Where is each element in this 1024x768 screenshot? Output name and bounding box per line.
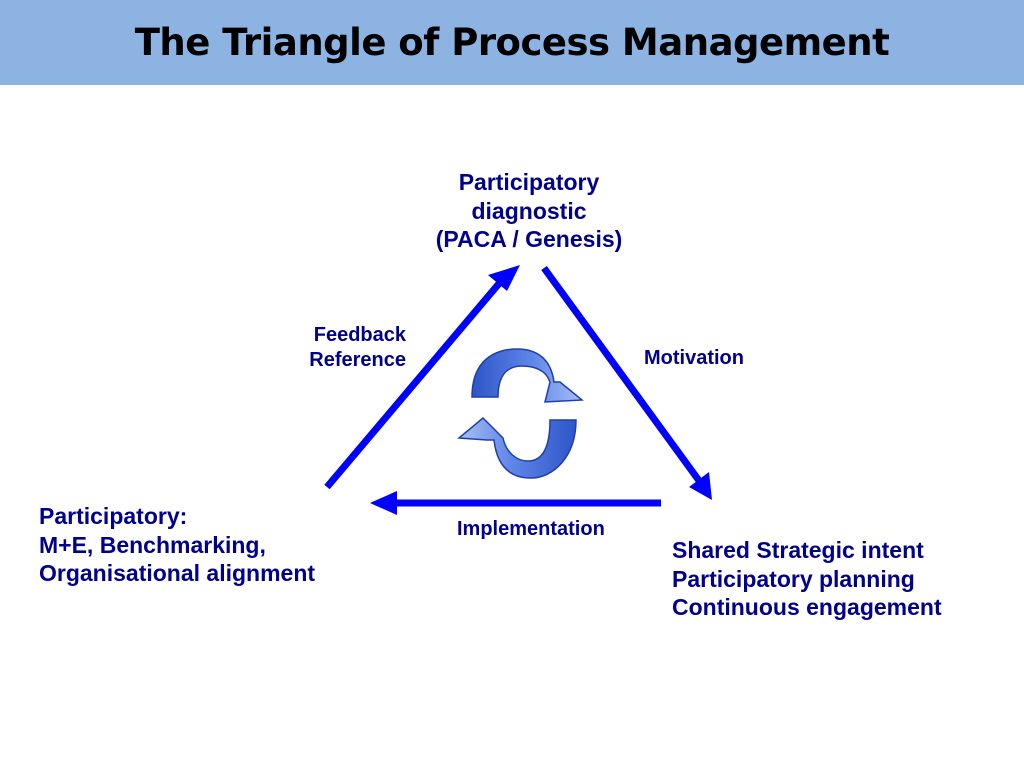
node-line: M+E, Benchmarking,	[39, 531, 266, 558]
motivation-label: Motivation	[644, 347, 744, 369]
edge-line: Feedback	[313, 324, 406, 346]
node-line: diagnostic	[471, 197, 587, 224]
node-line: (PACA / Genesis)	[435, 226, 623, 253]
node-line: Continuous engagement	[672, 594, 942, 621]
node-line: Participatory planning	[672, 565, 915, 592]
node-line: Shared Strategic intent	[672, 537, 924, 563]
implementation-label: Implementation	[457, 518, 605, 540]
slide-title: The Triangle of Process Management	[134, 21, 890, 64]
feedback-reference-label: Feedback Reference	[270, 323, 406, 373]
feedback-arrow	[324, 265, 520, 490]
node-shared-strategic-intent: Shared Strategic intent Participatory pl…	[672, 536, 942, 622]
title-bar: The Triangle of Process Management	[0, 0, 1024, 85]
node-participatory-me: Participatory: M+E, Benchmarking, Organi…	[39, 502, 315, 588]
node-participatory-diagnostic: Participatory diagnostic (PACA / Genesis…	[379, 168, 679, 254]
node-line: Participatory	[458, 169, 600, 195]
motivation-arrow	[541, 265, 712, 500]
node-line: Participatory:	[39, 503, 188, 529]
cycle-arrows-icon	[457, 348, 584, 479]
implementation-arrow	[370, 491, 661, 515]
edge-line: Reference	[309, 349, 406, 372]
node-line: Organisational alignment	[39, 560, 316, 587]
